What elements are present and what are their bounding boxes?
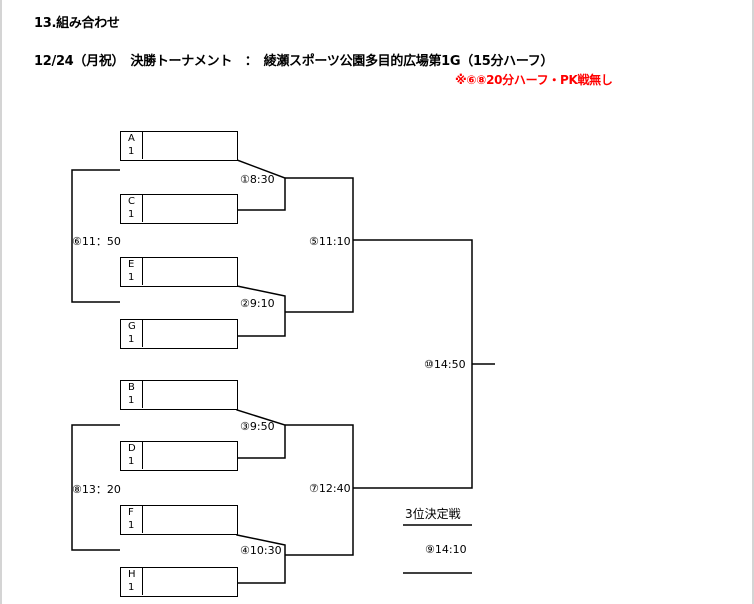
bracket-line-m8: [71, 424, 120, 551]
bracket-line-m7: [285, 424, 354, 556]
team-letter: C: [128, 196, 135, 207]
team-code-cell: E 1: [121, 258, 143, 285]
team-box-h: H 1: [120, 567, 238, 597]
team-box-b: B 1: [120, 380, 238, 410]
match-label-10: ⑩14:50: [424, 358, 466, 371]
match-label-9: ⑨14:10: [425, 543, 467, 556]
team-seed: 1: [128, 395, 135, 406]
team-box-a: A 1: [120, 131, 238, 161]
team-letter: B: [128, 382, 135, 393]
match-label-4: ④10:30: [240, 544, 282, 557]
third-place-title: 3位決定戦: [405, 507, 461, 521]
team-box-d: D 1: [120, 441, 238, 471]
team-box-e: E 1: [120, 257, 238, 287]
team-seed: 1: [128, 456, 135, 467]
bracket-line-m5: [285, 177, 354, 313]
match-label-8: ⑧13：20: [72, 483, 121, 496]
team-letter: G: [128, 321, 136, 332]
page-edge-left: [0, 0, 2, 604]
team-code-cell: F 1: [121, 506, 143, 533]
team-code-cell: B 1: [121, 381, 143, 408]
team-letter: H: [128, 569, 136, 580]
match-label-3: ③9:50: [240, 420, 275, 433]
team-seed: 1: [128, 520, 135, 531]
team-seed: 1: [128, 582, 135, 593]
team-code-cell: H 1: [121, 568, 143, 595]
team-letter: A: [128, 133, 135, 144]
team-code-cell: C 1: [121, 195, 143, 222]
bracket-line-m6: [71, 169, 120, 303]
team-seed: 1: [128, 272, 135, 283]
page-edge-right: [752, 0, 754, 604]
section-heading: 13.組み合わせ: [34, 16, 120, 31]
team-letter: D: [128, 443, 136, 454]
rule-note: ※⑥⑧20分ハーフ・PK戦無し: [455, 73, 613, 87]
team-seed: 1: [128, 334, 135, 345]
team-letter: E: [128, 259, 135, 270]
match-label-2: ②9:10: [240, 297, 275, 310]
match-label-5: ⑤11:10: [309, 235, 351, 248]
team-seed: 1: [128, 209, 135, 220]
team-code-cell: A 1: [121, 132, 143, 159]
team-box-g: G 1: [120, 319, 238, 349]
match-label-7: ⑦12:40: [309, 482, 351, 495]
tournament-subtitle: 12/24（月祝） 決勝トーナメント ： 綾瀬スポーツ公園多目的広場第1G（15…: [34, 54, 554, 69]
team-code-cell: D 1: [121, 442, 143, 469]
team-seed: 1: [128, 146, 135, 157]
team-code-cell: G 1: [121, 320, 143, 347]
team-letter: F: [128, 507, 134, 518]
team-box-f: F 1: [120, 505, 238, 535]
match-label-1: ①8:30: [240, 173, 275, 186]
match-label-6: ⑥11：50: [72, 235, 121, 248]
team-box-c: C 1: [120, 194, 238, 224]
